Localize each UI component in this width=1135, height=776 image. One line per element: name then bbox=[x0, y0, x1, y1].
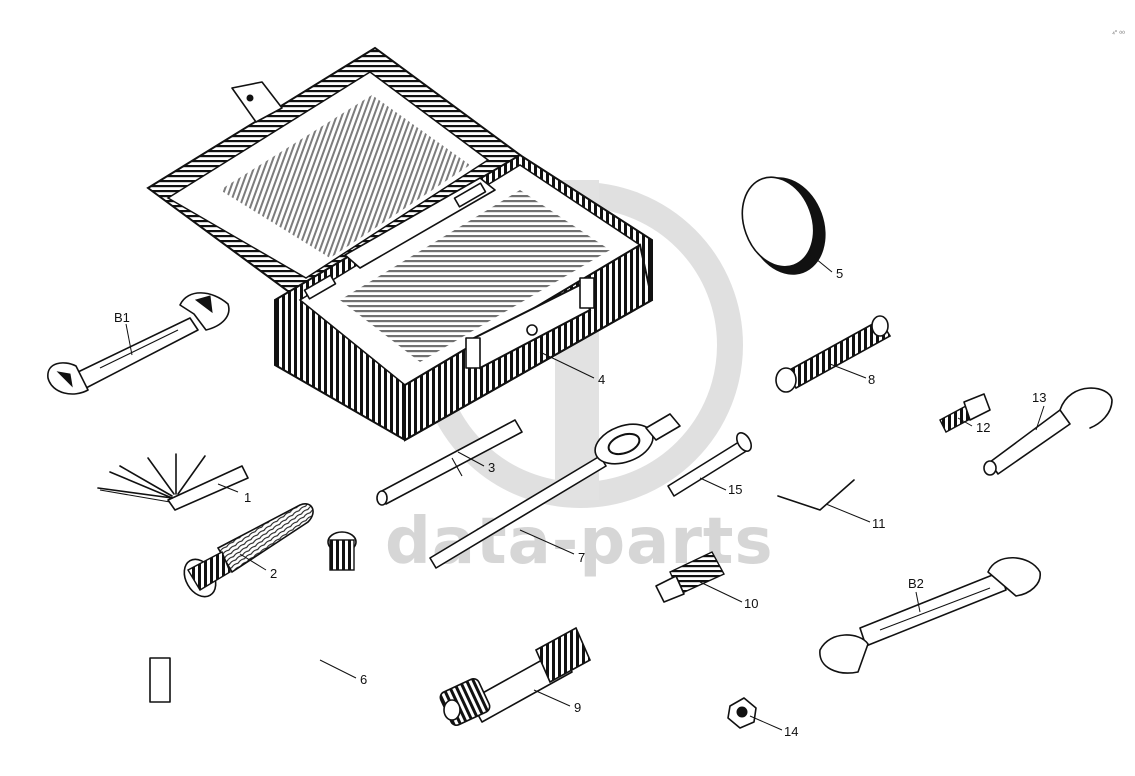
pin-punch bbox=[667, 432, 753, 497]
hook-spanner bbox=[983, 387, 1113, 476]
nut bbox=[727, 697, 757, 729]
feeler-gauge bbox=[97, 453, 249, 511]
hex-key bbox=[777, 479, 855, 511]
label-9: 9 bbox=[574, 700, 581, 715]
wheel-brace bbox=[149, 531, 388, 741]
label-12: 12 bbox=[976, 420, 990, 435]
label-1: 1 bbox=[244, 490, 251, 505]
label-b1: B1 bbox=[114, 310, 130, 325]
label-4: 4 bbox=[598, 372, 605, 387]
ring-spanner-bar bbox=[429, 413, 681, 569]
label-5: 5 bbox=[836, 266, 843, 281]
part-labels: B1 1 2 3 4 5 6 7 8 9 10 11 12 13 14 15 B… bbox=[114, 266, 1046, 739]
corner-mark: ⁴˚ ⁰⁰ bbox=[1112, 30, 1125, 38]
label-14: 14 bbox=[784, 724, 798, 739]
label-b2: B2 bbox=[908, 576, 924, 591]
open-end-wrench-b1 bbox=[47, 292, 230, 395]
label-6: 6 bbox=[360, 672, 367, 687]
box-spanner bbox=[775, 315, 892, 393]
socket-wrench bbox=[439, 626, 592, 727]
label-8: 8 bbox=[868, 372, 875, 387]
flat-scraper bbox=[655, 551, 725, 603]
label-2: 2 bbox=[270, 566, 277, 581]
label-15: 15 bbox=[728, 482, 742, 497]
round-cover-cap bbox=[741, 176, 826, 275]
label-10: 10 bbox=[744, 596, 758, 611]
leader-lines bbox=[125, 253, 1045, 731]
label-7: 7 bbox=[578, 550, 585, 565]
tool-box bbox=[146, 46, 654, 442]
screwdriver bbox=[183, 503, 314, 598]
tommy-bar bbox=[376, 419, 523, 506]
open-end-wrench-b2 bbox=[819, 557, 1041, 674]
label-3: 3 bbox=[488, 460, 495, 475]
label-13: 13 bbox=[1032, 390, 1046, 405]
bolt bbox=[939, 393, 991, 433]
label-11: 11 bbox=[872, 516, 886, 531]
